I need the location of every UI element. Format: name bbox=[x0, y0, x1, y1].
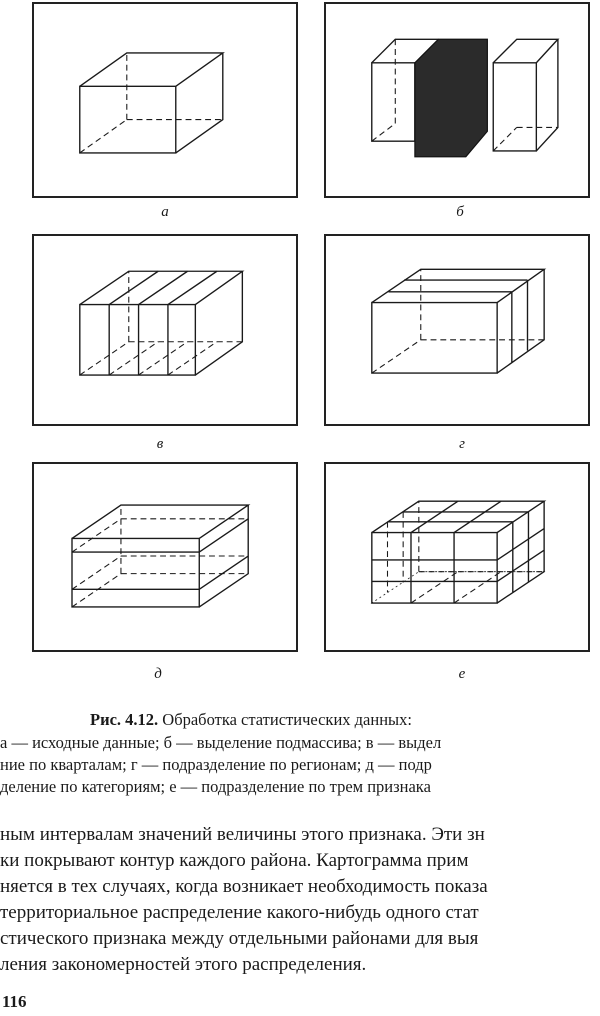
figure-panel-a bbox=[32, 2, 298, 198]
cube-category-split bbox=[71, 504, 251, 608]
panel-label-b: б bbox=[456, 204, 464, 220]
page-number: 116 bbox=[2, 992, 27, 1011]
cube-region-split bbox=[371, 268, 547, 374]
body-line-3: няется в тех случаях, когда возникает не… bbox=[0, 876, 488, 897]
cube-subarray-selection bbox=[371, 38, 560, 158]
cube-original-data bbox=[79, 52, 225, 154]
caption-line-2: ние по кварталам; г — подразделение по р… bbox=[0, 755, 432, 774]
figure-title: Обработка статистических данных: bbox=[162, 710, 412, 729]
figure-panel-g bbox=[324, 234, 590, 426]
panel-label-d: д bbox=[154, 666, 162, 682]
panel-label-e: е bbox=[458, 666, 466, 682]
figure-panel-e bbox=[324, 462, 590, 652]
body-line-6: ления закономерностей этого распределени… bbox=[0, 954, 367, 975]
figure-number: Рис. 4.12. bbox=[90, 710, 159, 729]
figure-panel-b bbox=[324, 2, 590, 198]
caption-line-1: а — исходные данные; б — выделение подма… bbox=[0, 733, 442, 752]
cube-quarter-split bbox=[79, 270, 245, 376]
figure-panel-v bbox=[32, 234, 298, 426]
panel-label-g: г bbox=[459, 436, 465, 452]
body-line-4: территориальное распределение какого-ниб… bbox=[0, 902, 479, 923]
cube-three-attribute-split bbox=[370, 500, 547, 604]
body-line-2: ки покрывают контур каждого района. Карт… bbox=[0, 850, 469, 871]
caption-line-3: деление по категориям; е — подразделение… bbox=[0, 777, 431, 796]
panel-label-v: в bbox=[156, 436, 164, 452]
panel-label-a: а bbox=[161, 204, 169, 220]
figure-caption-title: Рис. 4.12. Обработка статистических данн… bbox=[90, 710, 412, 730]
body-line-1: ным интервалам значений величины этого п… bbox=[0, 824, 485, 845]
body-line-5: стического признака между отдельными рай… bbox=[0, 928, 479, 949]
figure-panel-d bbox=[32, 462, 298, 652]
